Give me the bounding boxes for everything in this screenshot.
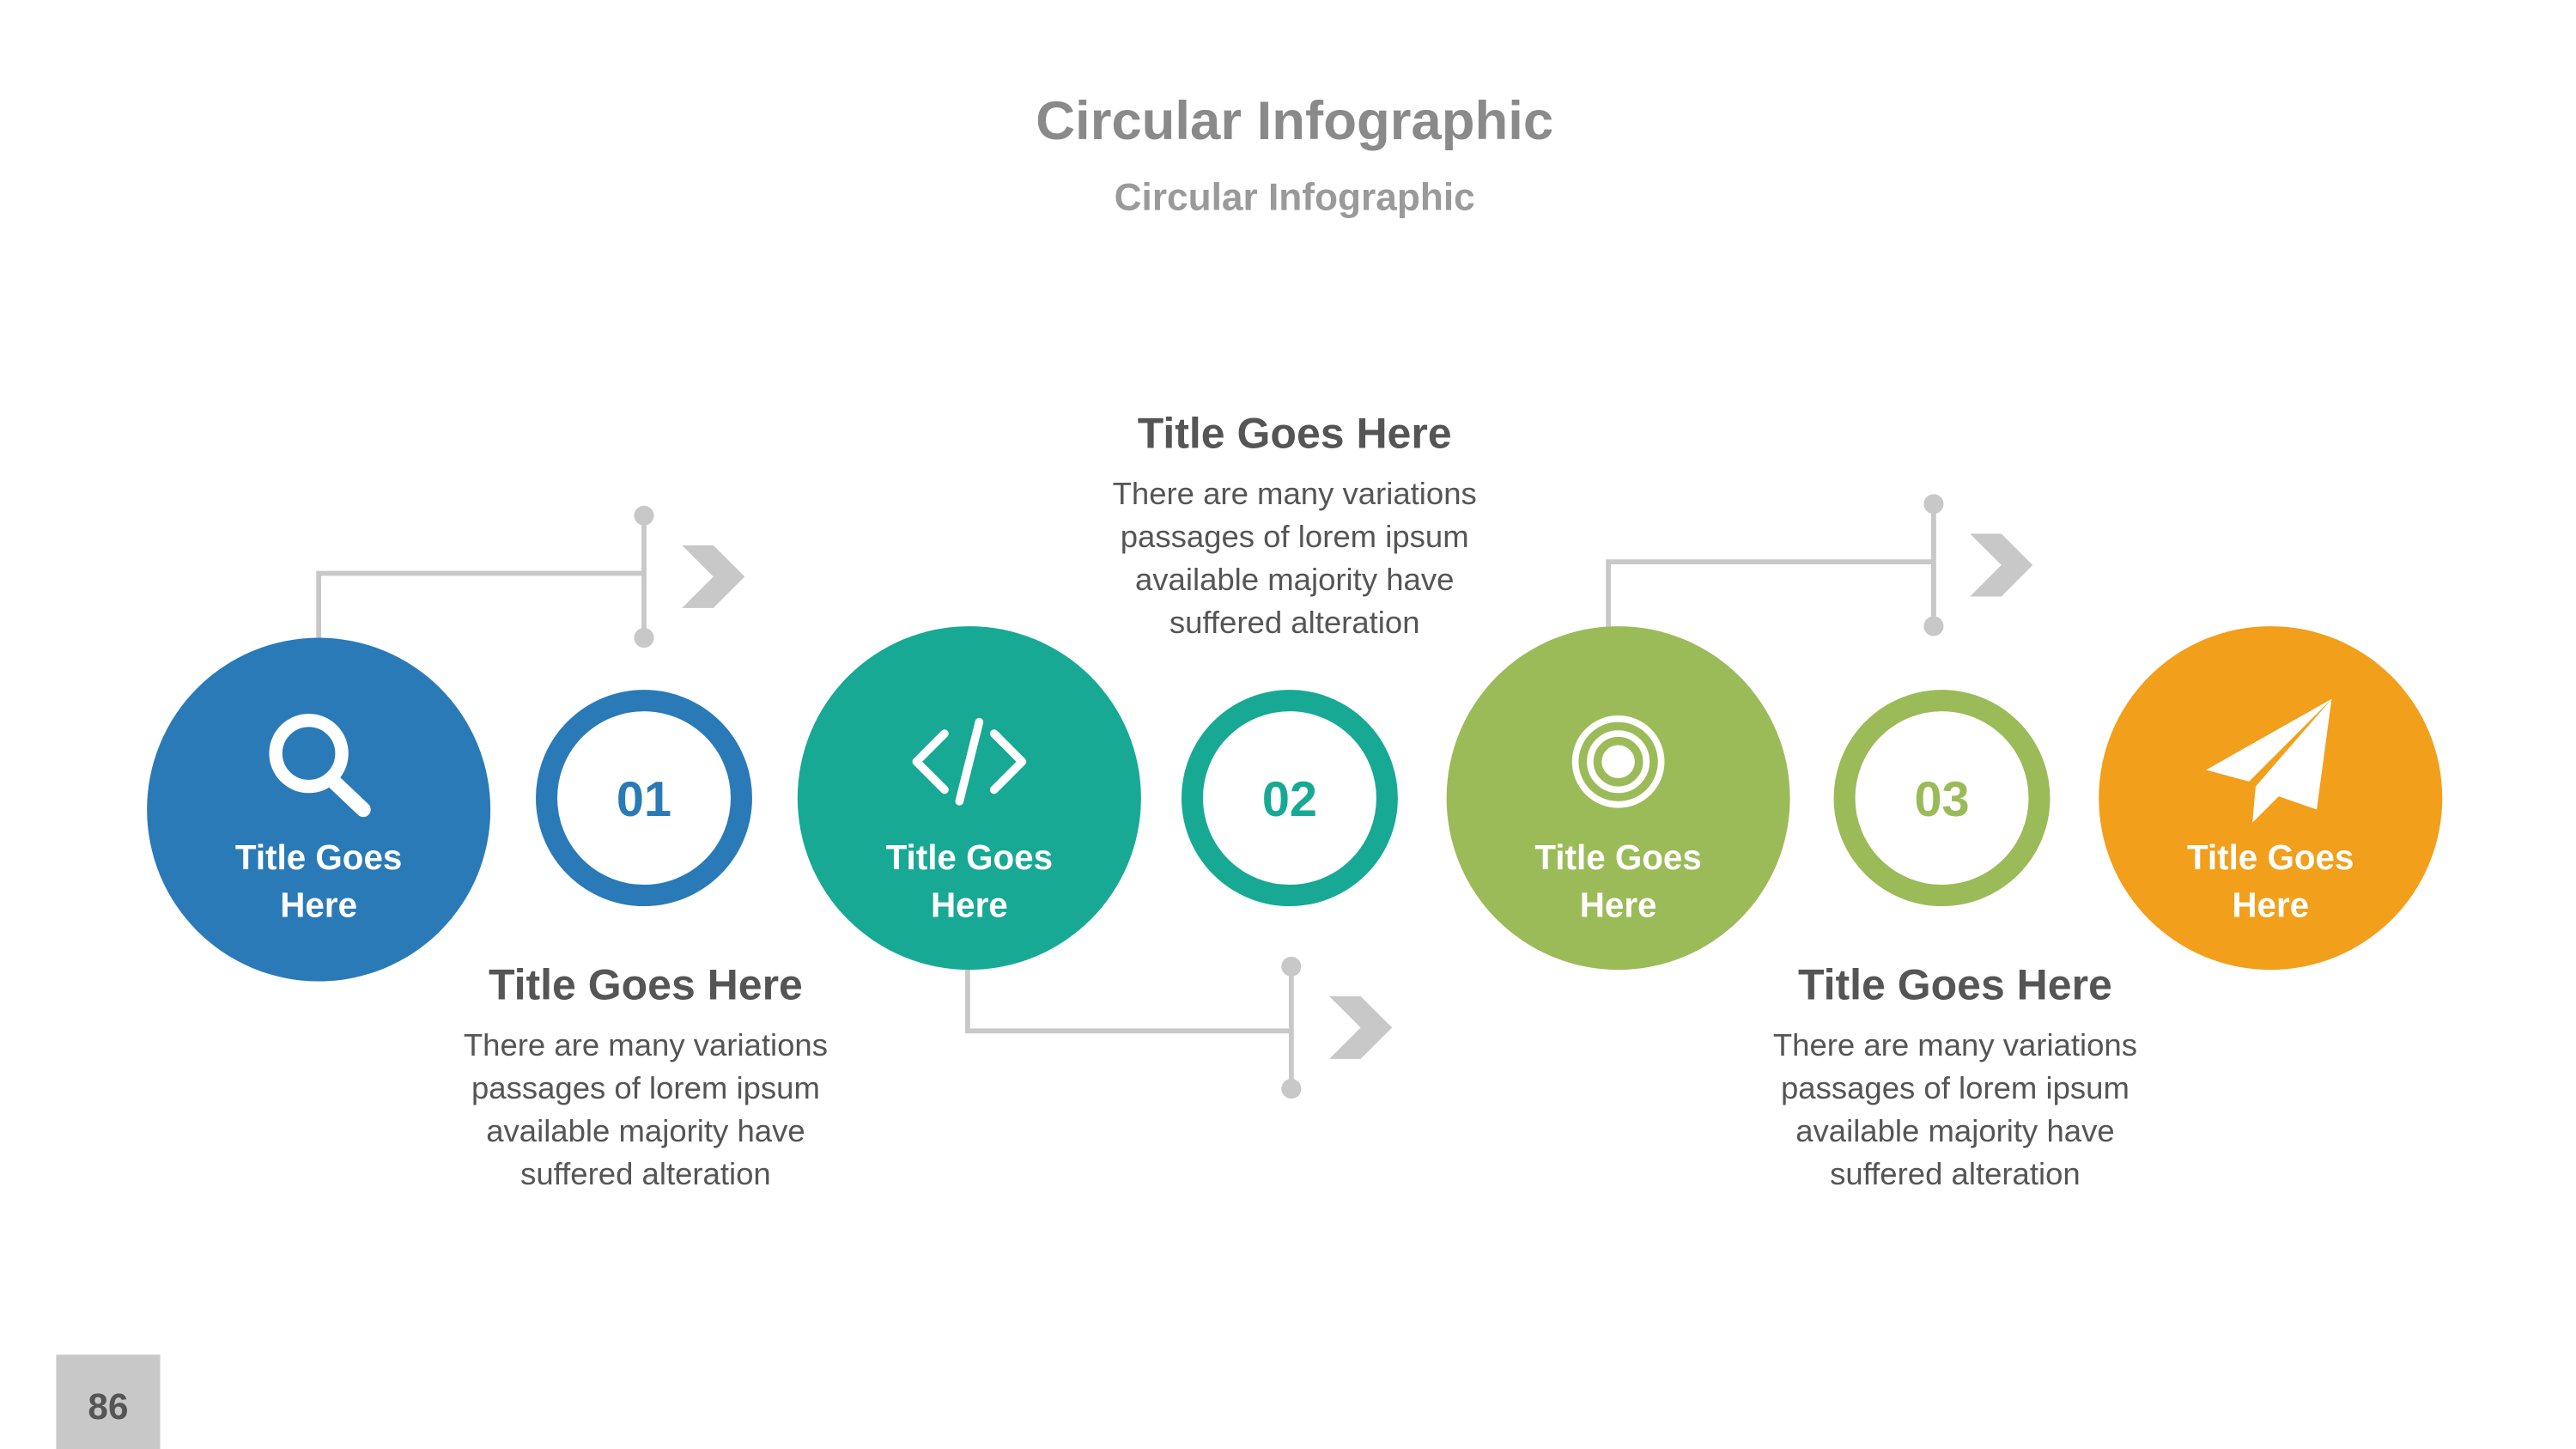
step-number: 03 (1914, 772, 1969, 827)
step-ring-01: 01 (536, 690, 752, 907)
step-title: Title Goes Here (1798, 961, 2112, 1009)
circle-label: Title Goes (886, 837, 1053, 877)
step-body-line: There are many variations (1113, 476, 1477, 511)
circle-target: Title Goes Here (1446, 626, 1790, 971)
connector-dot (634, 628, 654, 648)
step-body-line: There are many variations (464, 1027, 828, 1062)
step-body-line: passages of lorem ipsum (1121, 519, 1469, 554)
step-ring-03: 03 (1833, 690, 2050, 907)
step-body-line: available majority have (1135, 562, 1454, 597)
circle-code: Title Goes Here (797, 626, 1141, 971)
step-body-line: available majority have (1795, 1113, 2114, 1148)
circle-label: Title Goes (235, 837, 402, 877)
connector-2 (965, 956, 1393, 1099)
step-body-line: suffered alteration (1170, 605, 1420, 640)
connector-1 (316, 505, 745, 648)
search-icon (269, 714, 371, 818)
step-title: Title Goes Here (489, 961, 803, 1009)
step-body-line: passages of lorem ipsum (471, 1070, 820, 1105)
step-text-02: Title Goes Here There are many variation… (1113, 409, 1477, 639)
connector-dot (1281, 956, 1302, 977)
step-text-03: Title Goes Here There are many variation… (1773, 961, 2137, 1191)
slide-title: Circular Infographic (1036, 91, 1553, 151)
step-title: Title Goes Here (1138, 409, 1452, 457)
page-number-badge: 86 (56, 1355, 161, 1449)
step-body-line: suffered alteration (520, 1156, 771, 1191)
circle-label: Here (2232, 886, 2309, 925)
step-number: 01 (617, 772, 671, 827)
step-body-line: passages of lorem ipsum (1781, 1070, 2129, 1105)
circle-label: Here (1580, 886, 1657, 925)
target-icon (1571, 715, 1665, 808)
step-text-01: Title Goes Here There are many variation… (464, 961, 828, 1191)
chevron-right-icon (682, 545, 745, 608)
step-ring-02: 02 (1181, 690, 1398, 907)
connector-3 (1606, 494, 2033, 636)
page-number: 86 (88, 1386, 128, 1427)
circle-label: Here (931, 886, 1008, 925)
circle-label: Here (280, 886, 357, 925)
connector-dot (1923, 616, 1944, 636)
slide-subtitle: Circular Infographic (1115, 176, 1475, 218)
circle-send: Title Goes Here (2099, 626, 2443, 971)
connector-dot (1923, 494, 1944, 514)
connector-dot (634, 505, 654, 526)
step-body-line: suffered alteration (1830, 1156, 2081, 1191)
circle-label: Title Goes (1534, 837, 1701, 877)
chevron-right-icon (1970, 533, 2033, 597)
step-number: 02 (1262, 772, 1317, 827)
paper-plane-icon (2206, 698, 2332, 823)
code-icon (912, 717, 1027, 806)
connector-dot (1281, 1079, 1302, 1099)
step-body-line: available majority have (486, 1113, 805, 1148)
circle-search: Title Goes Here (147, 637, 491, 982)
chevron-right-icon (1329, 995, 1393, 1059)
step-body-line: There are many variations (1773, 1027, 2137, 1062)
circle-label: Title Goes (2187, 837, 2354, 877)
